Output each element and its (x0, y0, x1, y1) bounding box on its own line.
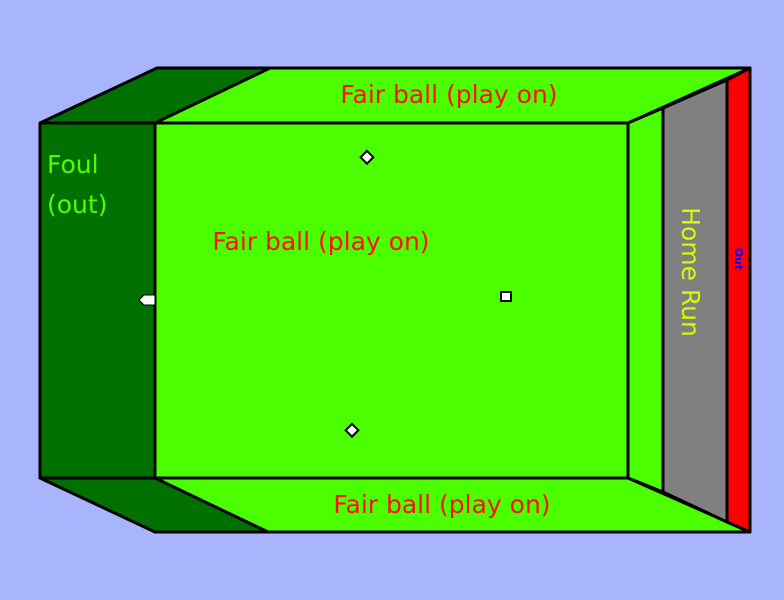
out-label: Out (732, 248, 745, 270)
foul-label-line1: Foul (47, 150, 99, 179)
fair-area (153, 121, 630, 480)
fair-top-label: Fair ball (play on) (340, 80, 557, 109)
foul-area (38, 121, 157, 480)
foul-label-line2: (out) (47, 190, 107, 219)
fair-center-label: Fair ball (play on) (212, 227, 429, 256)
fair-right-strip (626, 106, 665, 494)
first-base-icon (500, 291, 512, 302)
fair-bottom-label: Fair ball (play on) (333, 490, 550, 519)
second-base-icon (359, 149, 375, 166)
third-base-icon (344, 422, 360, 439)
home-run-label: Home Run (676, 207, 705, 337)
home-plate-icon (138, 294, 156, 306)
out-area (725, 66, 752, 534)
